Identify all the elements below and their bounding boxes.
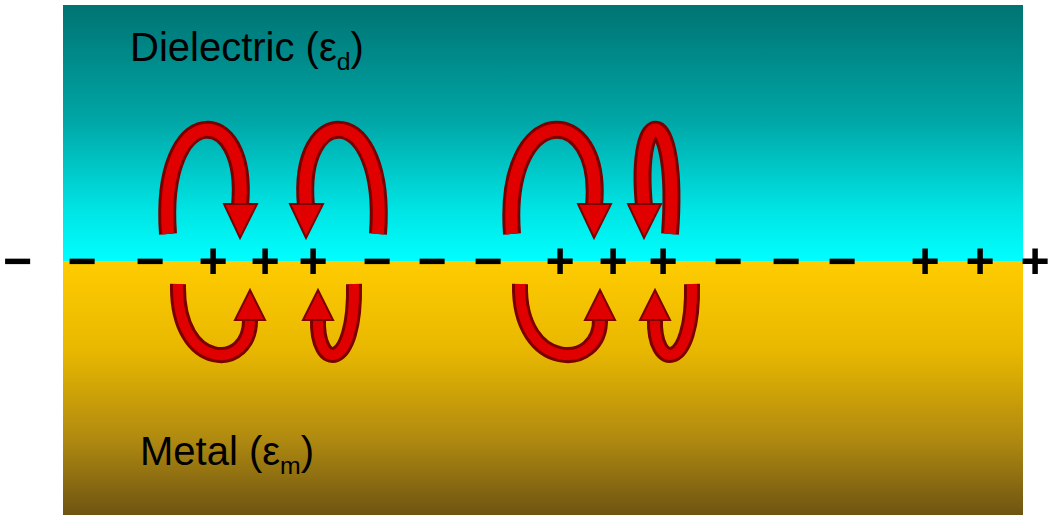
arrowhead: [290, 204, 323, 238]
lower-field-arrows: [178, 284, 692, 355]
metal-region: Metal (εm): [63, 261, 1023, 515]
arrowhead: [235, 290, 265, 320]
surface-charge: −: [135, 236, 164, 286]
surface-charge: −: [417, 236, 446, 286]
region-label: Dielectric (εd): [130, 23, 364, 71]
surface-charge: +: [250, 236, 279, 286]
surface-charge: +: [545, 236, 574, 286]
surface-charge: +: [598, 236, 627, 286]
upper-arrowheads: [224, 204, 661, 238]
arrowhead: [224, 204, 257, 238]
arrowhead: [303, 290, 333, 320]
surface-charge: +: [198, 236, 227, 286]
surface-charge: +: [298, 236, 327, 286]
arrowhead: [640, 290, 670, 320]
surface-charge: −: [827, 236, 856, 286]
surface-charge: +: [910, 236, 939, 286]
lower-arrowheads: [235, 290, 670, 320]
surface-charge: −: [362, 236, 391, 286]
surface-charge: +: [965, 236, 994, 286]
field-arrow-shadow: [511, 130, 594, 234]
arrowhead: [585, 290, 615, 320]
field-arrow: [511, 130, 594, 234]
arrowhead: [578, 204, 611, 238]
region-label: Metal (εm): [140, 427, 314, 475]
surface-charge: −: [473, 236, 502, 286]
surface-charge: +: [648, 236, 677, 286]
surface-charge: −: [67, 236, 96, 286]
surface-charge: −: [771, 236, 800, 286]
arrowhead: [628, 204, 661, 238]
surface-charge: −: [3, 236, 32, 286]
surface-charge: +: [1020, 236, 1049, 286]
surface-charge: −: [713, 236, 742, 286]
